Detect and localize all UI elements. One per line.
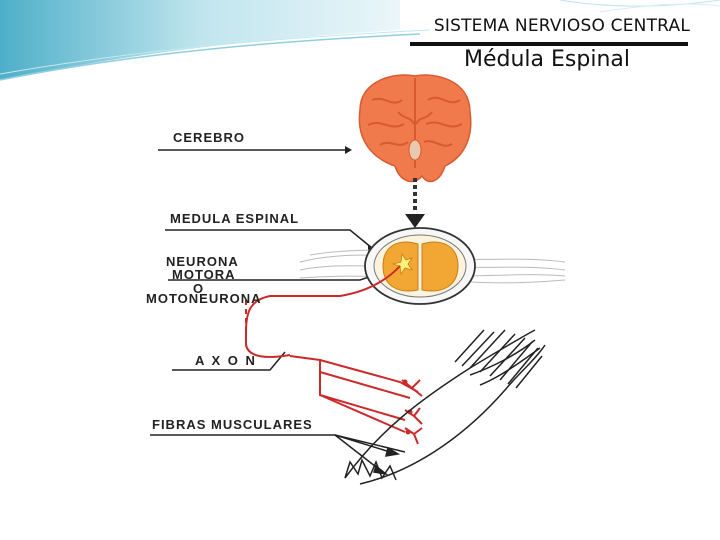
spinal-cord-section	[299, 227, 566, 305]
label-cerebro: CEREBRO	[173, 130, 246, 145]
label-neurona-3: O	[193, 281, 205, 296]
slide-subtitle: Médula Espinal	[464, 47, 630, 72]
label-medula: MEDULA ESPINAL	[170, 211, 300, 226]
title-underline	[410, 42, 688, 46]
leader-axon	[172, 351, 286, 371]
label-neurona-1: NEURONA	[166, 254, 239, 269]
label-axon: A X O N	[195, 353, 257, 368]
leader-medula	[165, 229, 373, 249]
brain-illustration	[358, 74, 472, 183]
label-fibras: FIBRAS MUSCULARES	[152, 417, 313, 432]
muscle-illustration	[344, 329, 546, 485]
label-neurona-4: MOTONEURONA	[146, 291, 262, 306]
label-neurona-2: MOTORA	[172, 267, 236, 282]
slide-title: SISTEMA NERVIOSO CENTRAL	[433, 16, 690, 36]
leader-fibras	[150, 434, 406, 453]
header-swoosh	[0, 0, 720, 81]
